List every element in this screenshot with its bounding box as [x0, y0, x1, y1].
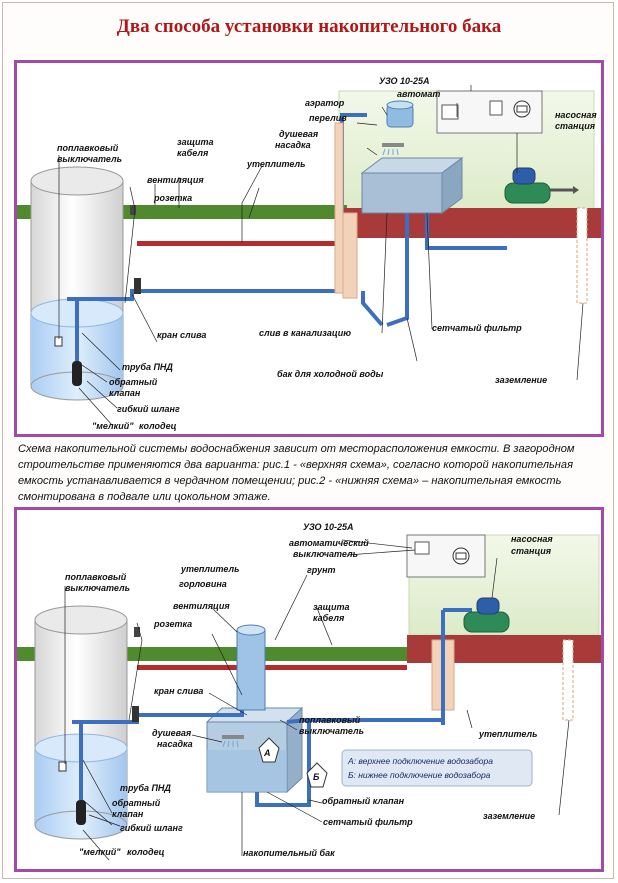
caption-text: Схема накопительной системы водоснабжени…	[18, 443, 575, 503]
insulation-lower	[342, 212, 358, 299]
label-nasosnaya-1: насосная	[511, 534, 553, 544]
float-switch-icon	[54, 336, 63, 347]
label-kolodets: колодец	[139, 421, 177, 431]
label-obratny-1: обратный	[109, 377, 158, 387]
label-obratny-left-1: обратный	[112, 798, 161, 808]
page-title: Два способа установки накопительного бак…	[116, 16, 502, 37]
diagram-lower-svg: А Б А: верхнее подключение водозабора Б:…	[17, 522, 601, 861]
label-poplavok-b-2: выключатель	[299, 726, 364, 736]
svg-text:А: А	[263, 748, 271, 758]
insulation-riser	[334, 122, 344, 294]
label-zashchita-2: кабеля	[177, 148, 209, 158]
label-truba-pnd: труба ПНД	[120, 783, 171, 793]
label-avtomat: автомат	[397, 89, 440, 99]
label-poplavok-2: выключатель	[65, 583, 130, 593]
label-setchaty: сетчатый фильтр	[323, 817, 413, 827]
label-truba-pnd: труба ПНД	[122, 362, 173, 372]
socket-icon	[134, 627, 140, 637]
shower-head-icon	[222, 735, 244, 748]
label-kolodets-q: "мелкий"	[79, 847, 121, 857]
label-zashchita-1: защита	[313, 602, 350, 612]
drain-valve-icon	[134, 278, 141, 294]
label-bak: бак для холодной воды	[277, 369, 384, 379]
label-uteplitel-top: утеплитель	[180, 564, 239, 574]
label-uteplitel-right: утеплитель	[478, 729, 537, 739]
grounding-rod	[562, 639, 574, 721]
label-avtomat-1: автоматический	[289, 538, 369, 548]
label-nasosnaya-1: насосная	[555, 110, 597, 120]
socket-icon	[130, 205, 136, 215]
label-obratny-left-2: клапан	[112, 809, 144, 819]
label-poplavok-1: поплавковый	[65, 572, 127, 582]
label-grunt: грунт	[307, 565, 336, 575]
label-sliv: слив в канализацию	[259, 328, 351, 338]
label-uzo: УЗО 10-25А	[379, 76, 430, 86]
diagram-upper-scheme: УЗО 10-25А автомат аэратор перелив насос…	[14, 60, 604, 437]
label-setchaty: сетчатый фильтр	[432, 323, 522, 333]
cold-water-tank	[360, 157, 464, 214]
label-aerator: аэратор	[305, 98, 345, 108]
label-pereliv: перелив	[309, 113, 347, 123]
cable-red	[137, 241, 347, 246]
diagram-lower-scheme: А Б А: верхнее подключение водозабора Б:…	[14, 507, 604, 872]
float-switch-icon	[58, 761, 67, 772]
label-uteplitel: утеплитель	[246, 159, 305, 169]
label-poplavok-b-1: поплавковый	[299, 715, 361, 725]
label-kran-sliva: кран слива	[157, 330, 206, 340]
label-gorlovina: горловина	[179, 579, 227, 589]
pump-station	[463, 597, 510, 633]
check-valve-icon	[72, 361, 82, 386]
label-obratny-right: обратный клапан	[322, 796, 405, 806]
label-kran-sliva: кран слива	[154, 686, 203, 696]
label-dushevaya-1: душевая	[152, 728, 192, 738]
label-zazemlenie: заземление	[483, 811, 535, 821]
legend-b: Б: нижнее подключение водозабора	[348, 770, 491, 780]
label-dushevaya-1: душевая	[279, 129, 319, 139]
check-valve-icon	[76, 800, 86, 825]
label-rozetka: розетка	[153, 193, 192, 203]
marker-a: А	[258, 737, 280, 763]
label-poplavok-2: выключатель	[57, 154, 122, 164]
label-uzo: УЗО 10-25А	[303, 522, 354, 532]
label-ventilyatsiya: вентиляция	[173, 601, 230, 611]
label-gibkiy: гибкий шланг	[120, 823, 183, 833]
svg-text:Б: Б	[313, 772, 320, 782]
label-dushevaya-2: насадка	[275, 140, 311, 150]
legend-a: А: верхнее подключение водозабора	[347, 756, 493, 766]
drain-valve-icon	[132, 706, 139, 722]
label-rozetka: розетка	[153, 619, 192, 629]
uzo-box	[406, 534, 486, 578]
label-ventilyatsiya: вентиляция	[147, 175, 204, 185]
label-zazemlenie: заземление	[495, 375, 547, 385]
diagram-upper-svg: УЗО 10-25А автомат аэратор перелив насос…	[17, 76, 601, 431]
label-zashchita-1: защита	[177, 137, 214, 147]
shower-head-icon	[382, 143, 404, 156]
label-kolodets: колодец	[127, 847, 165, 857]
legend-box: А: верхнее подключение водозабора Б: ниж…	[341, 749, 533, 787]
label-kolodets-q: "мелкий"	[92, 421, 134, 431]
marker-b: Б	[306, 762, 328, 788]
label-dushevaya-2: насадка	[157, 739, 193, 749]
label-poplavok-1: поплавковый	[57, 143, 119, 153]
label-bak: накопительный бак	[243, 848, 335, 858]
uzo-box	[436, 90, 543, 134]
label-avtomat-2: выключатель	[293, 549, 358, 559]
label-nasosnaya-2: станция	[555, 121, 596, 131]
cable-red	[137, 665, 407, 670]
aerator	[386, 100, 414, 128]
label-obratny-2: клапан	[109, 388, 141, 398]
label-nasosnaya-2: станция	[511, 546, 552, 556]
tank-neck	[236, 624, 266, 711]
label-zashchita-2: кабеля	[313, 613, 345, 623]
label-gibkiy: гибкий шланг	[117, 404, 180, 414]
grounding-rod	[576, 207, 588, 304]
pump-station	[504, 167, 579, 204]
